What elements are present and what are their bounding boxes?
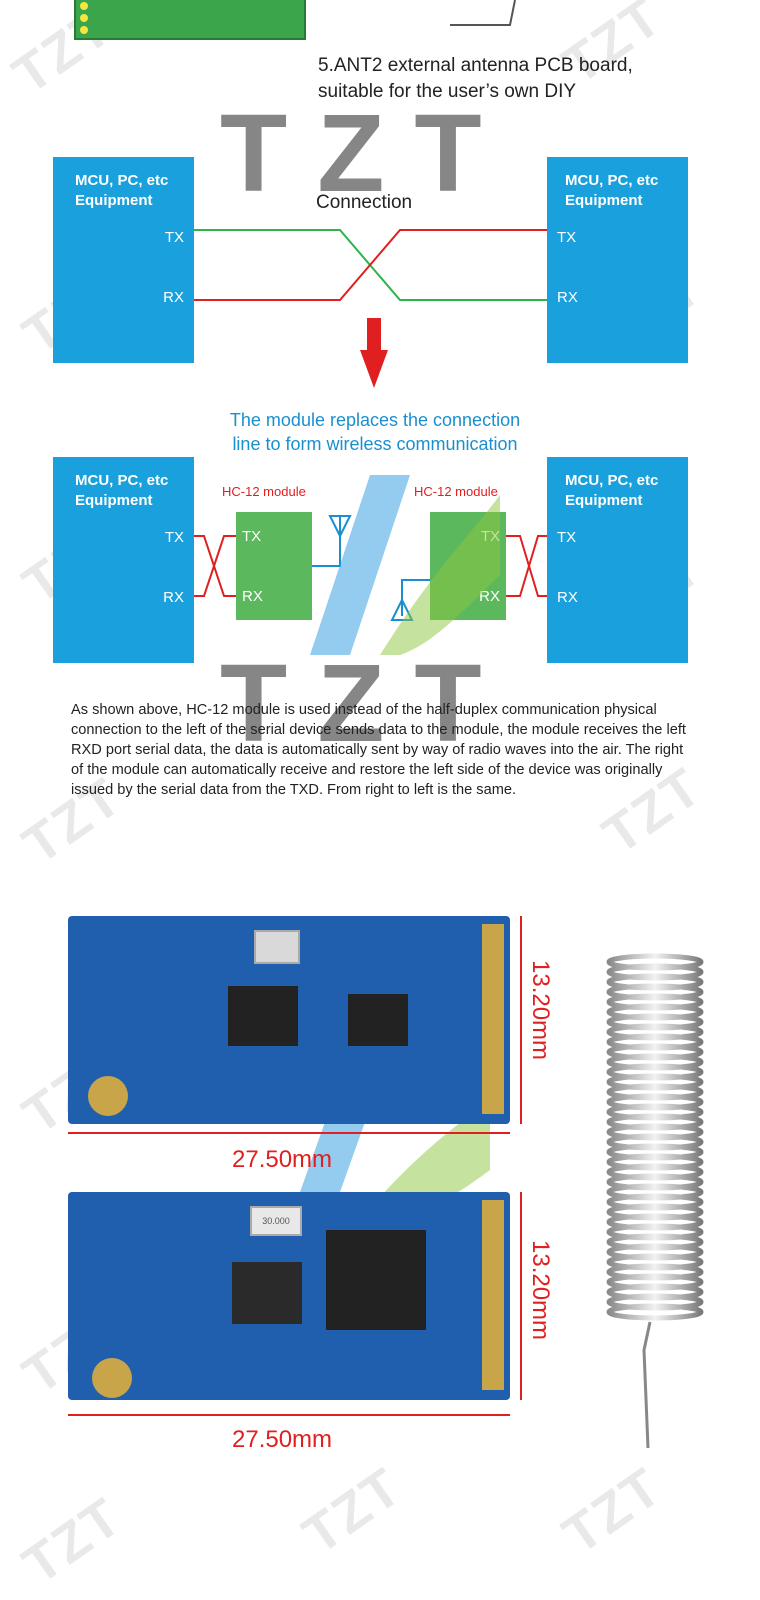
- box-title: MCU, PC, etc Equipment: [565, 171, 658, 211]
- box-title: MCU, PC, etc Equipment: [75, 471, 168, 511]
- module-caption-line2: line to form wireless communication: [232, 434, 518, 454]
- right-equipment-box: MCU, PC, etc Equipment TX RX: [547, 157, 688, 363]
- left-module-label: HC-12 module: [222, 484, 306, 499]
- left-equipment-box: MCU, PC, etc Equipment TX RX: [53, 157, 194, 363]
- top-pcb-fragment: [74, 0, 306, 40]
- tx-pin-label: TX: [557, 229, 577, 246]
- right-module-label: HC-12 module: [414, 484, 498, 499]
- height-dimension-line: [520, 916, 522, 1124]
- antenna-icon: [390, 579, 430, 621]
- crystal-oscillator: 30.000: [250, 1206, 302, 1236]
- width-dimension-line: [68, 1132, 510, 1134]
- connection-label: Connection: [316, 192, 413, 213]
- rx-pin-label: RX: [557, 289, 578, 306]
- right-equipment-box: MCU, PC, etc Equipment TX RX: [547, 457, 688, 663]
- height-dimension-label: 13.20mm: [527, 960, 554, 1061]
- ic-chip: [326, 1230, 426, 1330]
- antenna-connector: [88, 1076, 128, 1116]
- hc12-pcb-board: 30.000: [68, 1192, 510, 1400]
- box-title-line1: MCU, PC, etc: [75, 172, 169, 189]
- box-title-line2: Equipment: [565, 492, 643, 509]
- description-text: As shown above, HC-12 module is used ins…: [71, 702, 686, 798]
- tzt-swoosh-logo: [310, 475, 500, 655]
- top-antenna-wire: [450, 0, 516, 26]
- tx-wire: [506, 535, 547, 597]
- box-title: MCU, PC, etc Equipment: [565, 471, 658, 511]
- tzt-logo: TZT: [220, 642, 512, 765]
- rx-pin-label: RX: [163, 589, 184, 606]
- box-title-line2: Equipment: [75, 492, 153, 509]
- antenna-connector: [92, 1358, 132, 1398]
- height-dimension-line: [520, 1192, 522, 1400]
- width-dimension-label: 27.50mm: [232, 1426, 333, 1453]
- pin-header: [482, 924, 504, 1114]
- box-title-line1: MCU, PC, etc: [565, 472, 659, 489]
- tx-pin-label: TX: [557, 529, 577, 546]
- top-caption-line1: 5.ANT2 external antenna PCB board,: [318, 55, 633, 76]
- tzt-logo: TZT: [220, 92, 512, 215]
- pin-header: [482, 1200, 504, 1390]
- hc12-pcb-board: [68, 916, 510, 1124]
- module-wiring: [194, 515, 547, 621]
- down-arrow-icon: [360, 318, 388, 388]
- spring-coil: [606, 1303, 704, 1321]
- module-caption-line1: The module replaces the connection: [229, 410, 521, 430]
- crystal-oscillator: [254, 930, 300, 964]
- box-title-line2: Equipment: [75, 192, 153, 209]
- rx-wire: [194, 229, 547, 301]
- height-dimension-label: 13.20mm: [527, 1240, 554, 1341]
- ic-chip: [228, 986, 298, 1046]
- left-hc12-module: TX RX: [236, 512, 312, 620]
- crossover-wires: [194, 229, 547, 388]
- tx-pin-label: TX: [164, 529, 184, 546]
- box-title-line1: MCU, PC, etc: [565, 172, 659, 189]
- spring-antenna-image: [606, 953, 704, 1449]
- watermark-logo: TZT: [292, 1456, 413, 1566]
- box-title-line2: Equipment: [565, 192, 643, 209]
- ic-chip: [348, 994, 408, 1046]
- rx-pin-label: RX: [242, 588, 263, 605]
- ic-chip: [232, 1262, 302, 1324]
- tx-pin-label: TX: [164, 229, 184, 246]
- box-title-line1: MCU, PC, etc: [75, 472, 169, 489]
- width-dimension-line: [68, 1414, 510, 1416]
- width-dimension-label: 27.50mm: [232, 1146, 333, 1173]
- rx-wire: [506, 535, 547, 597]
- tx-wire: [194, 535, 236, 597]
- tx-pin-label: TX: [242, 528, 262, 545]
- left-equipment-box: MCU, PC, etc Equipment TX RX: [53, 457, 194, 663]
- watermark-logo: TZT: [552, 1456, 673, 1566]
- watermark-logo: TZT: [12, 1486, 133, 1596]
- rx-pin-label: RX: [479, 588, 500, 605]
- rx-pin-label: RX: [557, 589, 578, 606]
- rx-pin-label: RX: [163, 289, 184, 306]
- box-title: MCU, PC, etc Equipment: [75, 171, 168, 211]
- top-caption-line2: suitable for the user’s own DIY: [318, 81, 577, 102]
